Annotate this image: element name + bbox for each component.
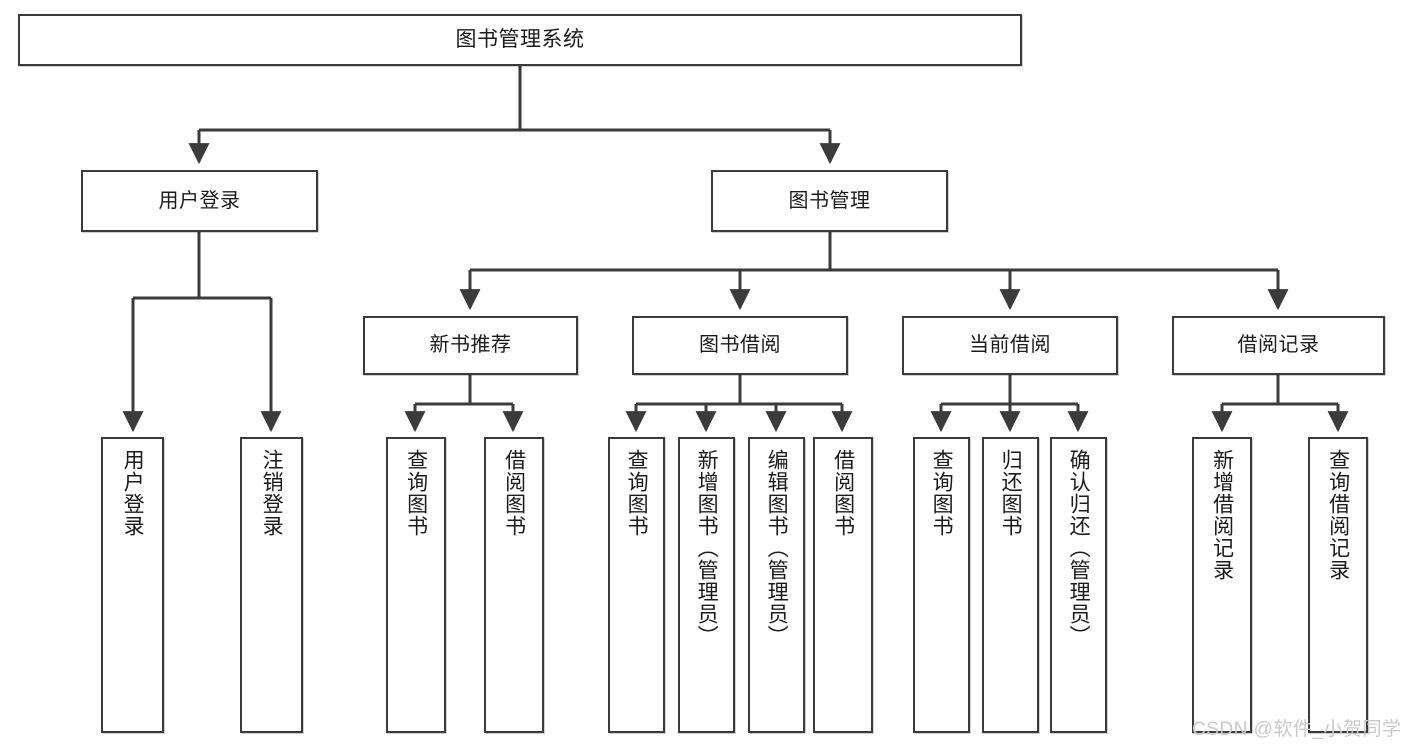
node-leaf-query-borrow-record[interactable]: 查询借阅记录 <box>1308 437 1368 733</box>
node-borrow-record[interactable]: 借阅记录 <box>1172 316 1385 375</box>
node-root-label: 图书管理系统 <box>455 27 585 51</box>
node-leaf-add-borrow-record-label: 新增借阅记录 <box>1210 449 1234 581</box>
node-leaf-query-book-2-label: 查询图书 <box>625 449 649 537</box>
node-book-borrow-label: 图书借阅 <box>699 334 781 356</box>
node-leaf-query-book-1[interactable]: 查询图书 <box>386 437 446 733</box>
node-leaf-user-login-label: 用户登录 <box>121 449 145 537</box>
node-leaf-query-book-1-label: 查询图书 <box>404 449 428 537</box>
node-leaf-query-book-2[interactable]: 查询图书 <box>608 437 665 733</box>
node-leaf-logout[interactable]: 注销登录 <box>240 437 303 733</box>
node-book-manage[interactable]: 图书管理 <box>711 170 948 232</box>
node-leaf-add-borrow-record[interactable]: 新增借阅记录 <box>1192 437 1252 733</box>
node-leaf-borrow-book-1-label: 借阅图书 <box>502 449 526 537</box>
node-leaf-confirm-return-admin-label: 确认归还（管理员） <box>1067 449 1091 647</box>
csdn-watermark: CSDN @软件_小贺同学 <box>1192 719 1402 740</box>
node-current-borrow[interactable]: 当前借阅 <box>902 316 1118 375</box>
node-new-book-recommend[interactable]: 新书推荐 <box>363 316 578 375</box>
node-leaf-return-book-label: 归还图书 <box>999 449 1023 537</box>
node-leaf-return-book[interactable]: 归还图书 <box>982 437 1039 733</box>
node-current-borrow-label: 当前借阅 <box>969 334 1051 356</box>
node-new-book-recommend-label: 新书推荐 <box>429 334 512 356</box>
node-leaf-edit-book-admin[interactable]: 编辑图书（管理员） <box>748 437 805 733</box>
node-leaf-borrow-book-1[interactable]: 借阅图书 <box>484 437 544 733</box>
node-leaf-edit-book-admin-label: 编辑图书（管理员） <box>765 449 789 647</box>
node-leaf-query-book-3-label: 查询图书 <box>930 449 954 537</box>
node-leaf-add-book-admin-label: 新增图书（管理员） <box>695 449 719 647</box>
node-book-borrow[interactable]: 图书借阅 <box>632 316 848 375</box>
node-leaf-query-book-3[interactable]: 查询图书 <box>913 437 970 733</box>
node-leaf-query-borrow-record-label: 查询借阅记录 <box>1326 449 1350 581</box>
node-book-manage-label: 图书管理 <box>788 189 871 212</box>
node-leaf-borrow-book-2[interactable]: 借阅图书 <box>813 437 873 733</box>
node-leaf-confirm-return-admin[interactable]: 确认归还（管理员） <box>1050 437 1107 733</box>
node-user-login-label: 用户登录 <box>158 189 241 212</box>
node-leaf-logout-label: 注销登录 <box>260 449 284 537</box>
node-borrow-record-label: 借阅记录 <box>1237 334 1320 356</box>
node-user-login[interactable]: 用户登录 <box>81 170 318 232</box>
node-root[interactable]: 图书管理系统 <box>18 14 1022 66</box>
node-leaf-add-book-admin[interactable]: 新增图书（管理员） <box>678 437 735 733</box>
node-leaf-user-login[interactable]: 用户登录 <box>101 437 164 733</box>
node-leaf-borrow-book-2-label: 借阅图书 <box>831 449 855 537</box>
